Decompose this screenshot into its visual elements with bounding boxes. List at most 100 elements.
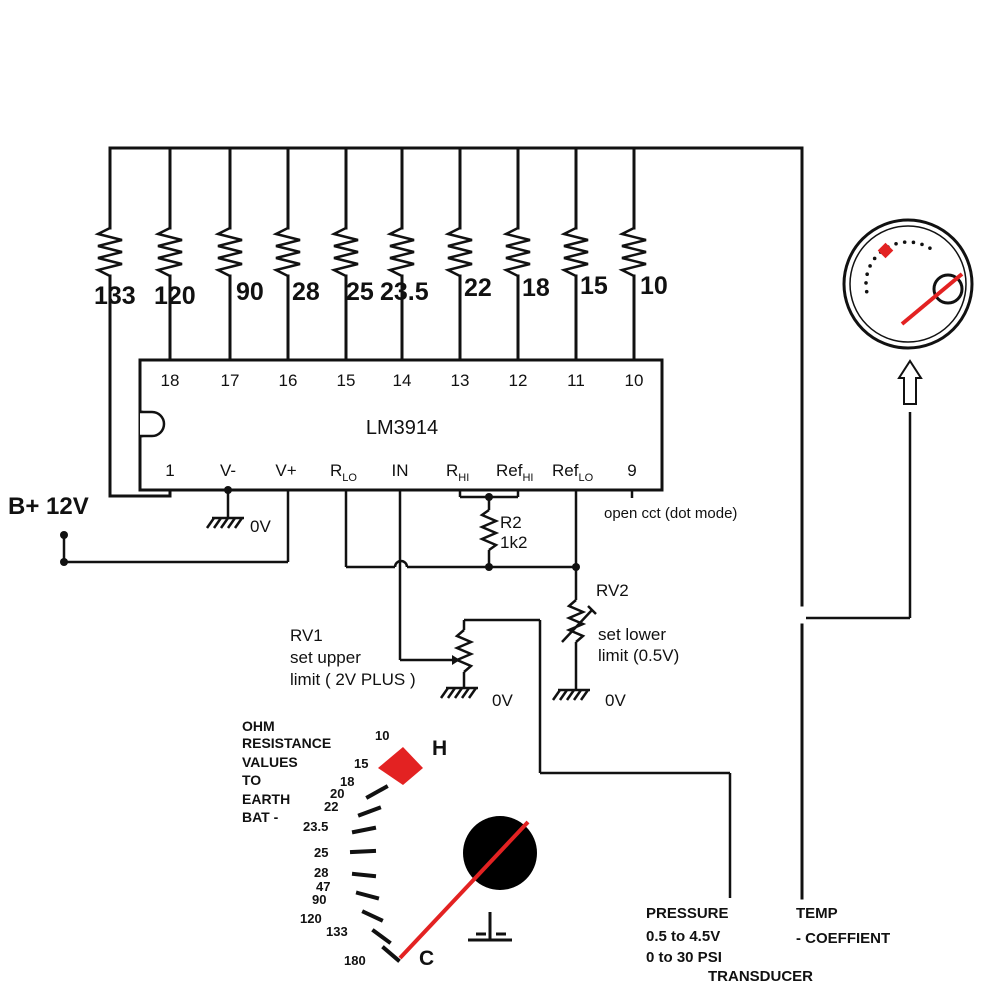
gauge-tick-mark xyxy=(351,825,377,835)
pin-vplus-label: V+ xyxy=(275,461,296,480)
temp-gauge-tick xyxy=(865,272,869,277)
gauge-tick-mark xyxy=(371,928,392,945)
temp-gauge xyxy=(842,218,974,405)
ohm-note-line: VALUES xyxy=(242,754,298,770)
gauge-tick-label: 15 xyxy=(354,756,368,771)
pin-in-label: IN xyxy=(392,461,409,480)
pin-refhi-label: RefHI xyxy=(496,461,533,484)
rv2-name-label: RV2 xyxy=(596,581,629,600)
ground-label-vminus: 0V xyxy=(250,517,271,536)
resistor xyxy=(154,226,183,278)
temp-gauge-tick xyxy=(868,264,872,268)
temp-gauge-tick xyxy=(928,246,932,250)
resistor-bank xyxy=(94,226,647,278)
rv1-desc-label: set upper xyxy=(290,648,361,667)
pin-vminus-label: V- xyxy=(220,461,236,480)
gauge-tick-mark xyxy=(349,848,377,855)
resistor-value-labels: 133 120 90 28 25 23.5 22 18 15 10 xyxy=(94,272,668,310)
gauge-tick-mark xyxy=(357,805,382,818)
rv1-wiper-arrow xyxy=(452,655,460,665)
resistor-label: 28 xyxy=(292,278,320,306)
temp-hot-mark xyxy=(877,242,894,259)
r2-name-label: R2 xyxy=(500,513,522,532)
temp-needle xyxy=(900,272,964,326)
temp-gauge-tick xyxy=(864,281,868,285)
resistor-label: 120 xyxy=(154,282,196,310)
resistor xyxy=(502,226,531,278)
temp-gauge-tick xyxy=(872,256,877,261)
gauge-tick-label: 180 xyxy=(344,953,366,968)
resistor xyxy=(618,226,647,278)
gauge-tick-label: 18 xyxy=(340,774,354,789)
pressure-psi-label: 0 to 30 PSI xyxy=(646,949,722,966)
ground-label-rv2: 0V xyxy=(605,691,626,710)
pressure-range-label: 0.5 to 4.5V xyxy=(646,928,720,945)
resistor xyxy=(444,226,473,278)
gauge-tick-mark xyxy=(351,871,377,879)
top-pin-number: 14 xyxy=(393,371,412,390)
top-pin-number: 18 xyxy=(161,371,180,390)
rv2-desc-label: set lower xyxy=(598,625,666,644)
top-pin-number: 13 xyxy=(451,371,470,390)
temp-gauge-tick xyxy=(911,240,916,245)
resistor-label: 25 xyxy=(346,278,374,306)
temp-gauge-tick xyxy=(920,242,924,247)
rv2-limit-label: limit (0.5V) xyxy=(598,646,679,665)
temp-gauge-tick xyxy=(902,240,907,244)
chip-name: LM3914 xyxy=(366,417,438,439)
temp-gauge-tick xyxy=(864,289,869,294)
gauge-tick-mark xyxy=(361,909,384,923)
gauge-tick-mark xyxy=(355,890,380,901)
ohm-note-line: OHM xyxy=(242,718,275,734)
resistor-label: 22 xyxy=(464,274,492,302)
top-pin-number: 17 xyxy=(221,371,240,390)
supply-label: B+ 12V xyxy=(8,493,89,520)
top-pin-number: 10 xyxy=(625,371,644,390)
pin-9-label: 9 xyxy=(627,461,636,480)
ground-symbol xyxy=(205,516,244,529)
top-pin-number: 16 xyxy=(279,371,298,390)
ohm-note-line: RESISTANCE xyxy=(242,735,331,751)
ohm-note-line: EARTH xyxy=(242,791,290,807)
gauge-tick-label: 90 xyxy=(312,892,326,907)
pin-reflo-label: RefLO xyxy=(552,461,594,484)
temp-coefficient-label: - COEFFIENT xyxy=(796,930,890,947)
resistor-label: 15 xyxy=(580,272,608,300)
resistor xyxy=(214,226,243,278)
ground-label-rv1: 0V xyxy=(492,691,513,710)
pressure-label: PRESSURE xyxy=(646,905,729,922)
transducer-label: TRANSDUCER xyxy=(708,968,813,985)
gauge-tick-label: 10 xyxy=(375,728,389,743)
top-pin-number: 12 xyxy=(509,371,528,390)
gauge-tick-label: 22 xyxy=(324,799,338,814)
rv1-name-label: RV1 xyxy=(290,626,323,645)
resistor-label: 18 xyxy=(522,274,550,302)
gauge-hot-mark xyxy=(378,747,423,785)
temp-label: TEMP xyxy=(796,905,838,922)
resistor xyxy=(386,226,415,278)
resistor-label: 90 xyxy=(236,278,264,306)
ground-symbols xyxy=(205,516,590,701)
gauge-tick-mark xyxy=(365,784,389,800)
gauge-tick-label: 47 xyxy=(316,879,330,894)
resistor xyxy=(272,226,301,278)
ohm-note-line: TO xyxy=(242,772,261,788)
wiring xyxy=(108,146,804,900)
resistor-label: 133 xyxy=(94,282,136,310)
ground-symbol xyxy=(439,686,478,699)
lm3914-chip: LM3914 xyxy=(138,358,664,492)
resistor xyxy=(330,226,359,278)
gauge-tick-mark xyxy=(381,945,401,963)
resistor-label: 10 xyxy=(640,272,668,300)
top-pin-number: 15 xyxy=(337,371,356,390)
circuit-labels: B+ 12V 0V open cct (dot mode) R2 1k2 RV2… xyxy=(8,493,737,710)
gauge-needle xyxy=(398,820,530,960)
gauge-ground-symbol xyxy=(468,912,512,942)
ohm-note-line: BAT - xyxy=(242,809,279,825)
resistor-label: 23.5 xyxy=(380,278,429,306)
temp-gauge-tick xyxy=(894,241,898,246)
junction-dots xyxy=(60,486,580,571)
